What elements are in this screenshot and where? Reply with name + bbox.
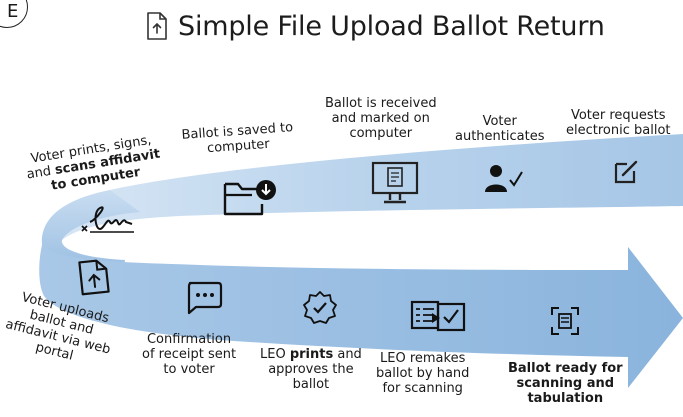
step-text-bold: prints — [289, 347, 334, 362]
step-label-leo-prints: LEO prints and approves the ballot — [260, 347, 362, 392]
step-text: Voter requests electronic ballot — [566, 108, 671, 138]
step-label-received: Ballot is received and marked on compute… — [325, 96, 437, 141]
step-text-post: and approves the ballot — [268, 347, 362, 392]
badge-letter: E — [7, 1, 19, 22]
step-label-ready: Ballot ready for scanning and tabulation — [508, 361, 623, 406]
step-text: Confirmation of receipt sent to voter — [142, 332, 237, 377]
step-text: Ballot is received and marked on compute… — [325, 96, 437, 141]
step-text: Voter authenticates — [455, 114, 545, 144]
ballot-remake-icon — [410, 300, 466, 332]
file-upload-icon — [78, 259, 110, 296]
step-label-confirmation: Confirmation of receipt sent to voter — [142, 332, 236, 377]
step-text: Ballot ready for scanning and tabulation — [508, 361, 623, 406]
user-check-icon — [485, 165, 523, 192]
signature-icon — [81, 206, 134, 233]
folder-download-icon — [223, 180, 276, 216]
step-text: LEO remakes ballot by hand for scanning — [376, 351, 470, 396]
bottom-band — [39, 245, 683, 388]
edit-icon — [614, 160, 638, 184]
monitor-ballot-icon — [371, 161, 419, 204]
chat-bubble-icon — [187, 281, 223, 315]
title-row: Simple File Upload Ballot Return — [146, 6, 605, 46]
scan-ready-icon — [551, 307, 579, 335]
step-label-request: Voter requests electronic ballot — [566, 108, 671, 138]
top-band — [58, 134, 683, 240]
page-title: Simple File Upload Ballot Return — [178, 10, 605, 42]
badge-check-icon — [303, 291, 337, 324]
step-label-authenticate: Voter authenticates — [455, 114, 544, 144]
file-upload-title-icon — [147, 12, 167, 40]
step-text-pre: LEO — [260, 347, 290, 362]
step-label-remake: LEO remakes ballot by hand for scanning — [376, 351, 469, 396]
